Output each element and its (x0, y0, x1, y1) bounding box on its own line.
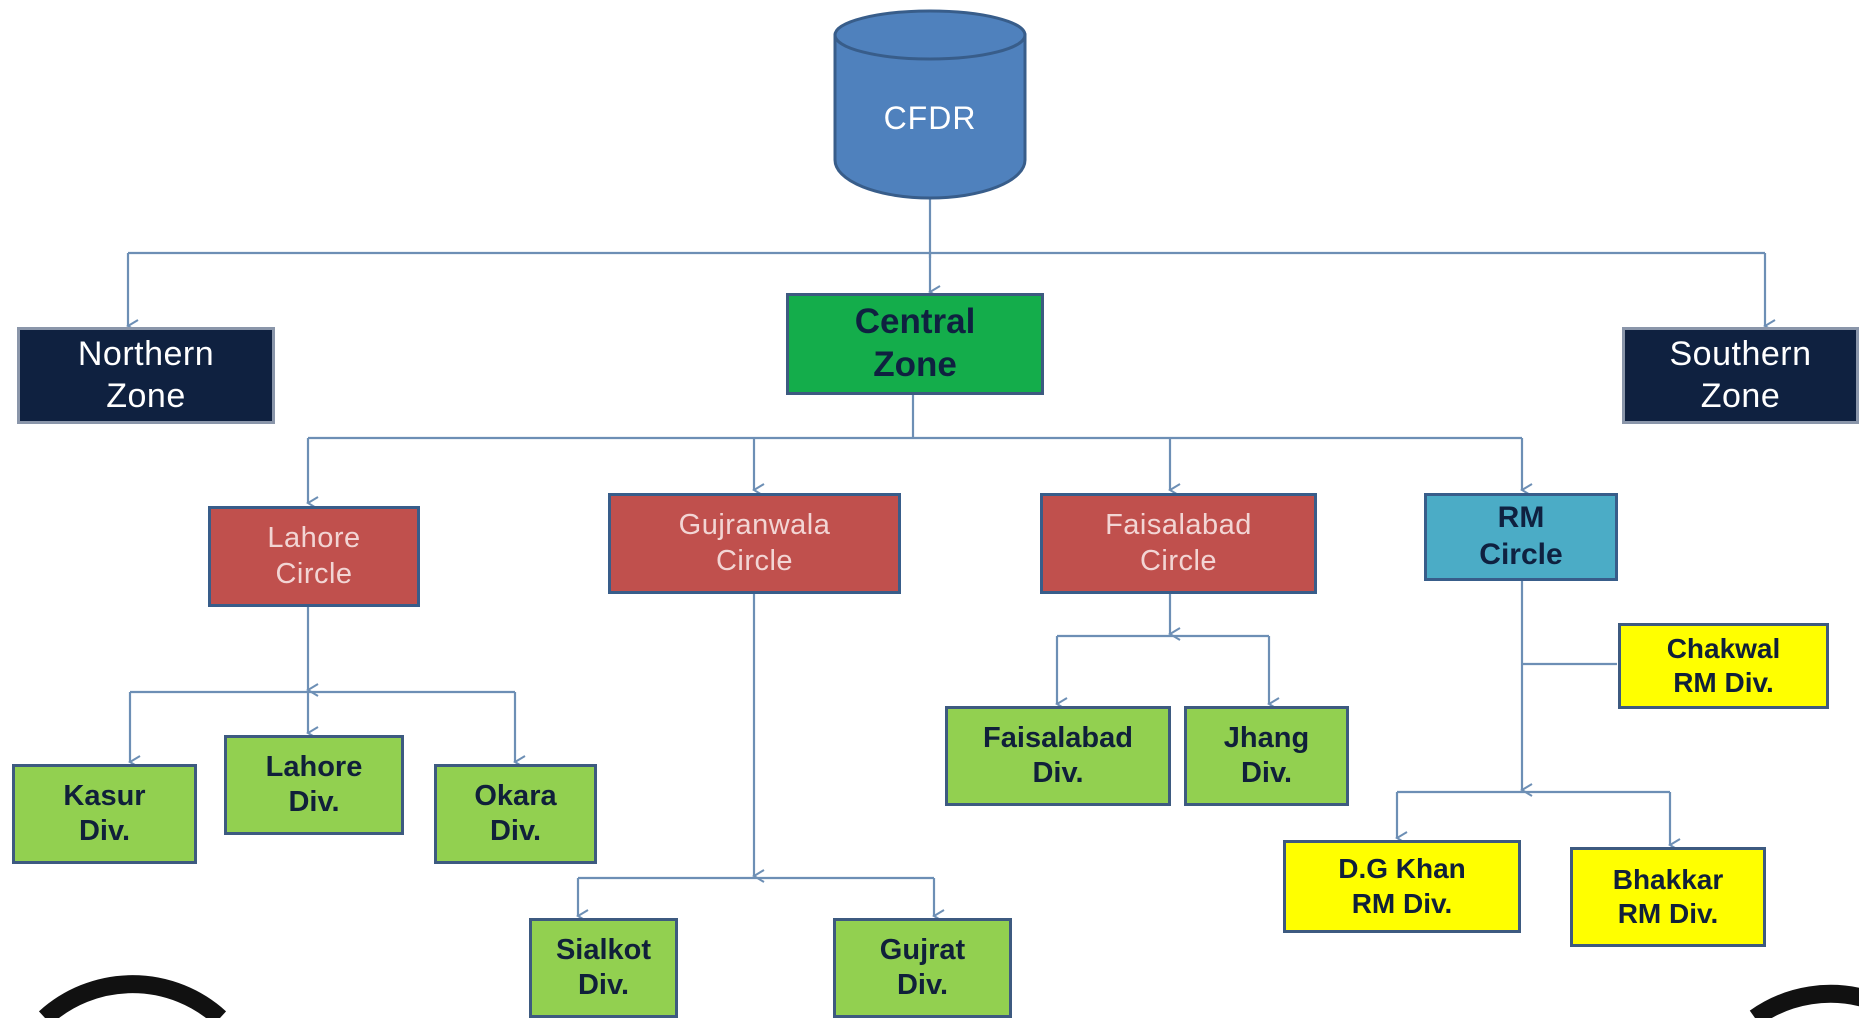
chakwal-rm-div-box: Chakwal RM Div. (1618, 623, 1829, 709)
gujranwala-circle-line2: Circle (715, 544, 794, 577)
southern-zone-box: Southern Zone (1622, 327, 1859, 424)
gujrat-div-line2: Div. (896, 969, 949, 1001)
jhang-div-line1: Jhang (1223, 721, 1310, 754)
northern-zone-line1: Northern (77, 335, 215, 374)
lahore-circle-line2: Circle (275, 557, 353, 590)
bhakkar-rm-div-line2: RM Div. (1617, 898, 1719, 929)
gujrat-div-box: Gujrat Div. (833, 918, 1012, 1018)
kasur-div-box: Kasur Div. (12, 764, 197, 864)
okara-div-line2: Div. (489, 815, 542, 847)
lahore-div-line2: Div. (288, 786, 340, 818)
faisalabad-div-line2: Div. (1032, 757, 1084, 789)
cfdr-label: CFDR (883, 100, 977, 136)
lahore-circle-line1: Lahore (267, 522, 361, 555)
dgkhan-rm-div-line1: D.G Khan (1338, 853, 1466, 885)
okara-div-line1: Okara (474, 779, 557, 812)
chakwal-rm-div-line1: Chakwal (1666, 632, 1781, 664)
gujranwala-circle-line1: Gujranwala (678, 509, 831, 542)
northern-zone-box: Northern Zone (17, 327, 275, 424)
southern-zone-line1: Southern (1669, 335, 1812, 374)
kasur-div-line1: Kasur (63, 779, 146, 812)
corner-ring-right (1749, 984, 1859, 1018)
kasur-div-line2: Div. (78, 815, 131, 847)
northern-zone-line2: Zone (106, 376, 186, 415)
central-zone-line1: Central (854, 302, 976, 342)
corner-ring-left (38, 975, 227, 1018)
rm-circle-line2: Circle (1479, 538, 1563, 571)
chakwal-rm-div-line2: RM Div. (1673, 667, 1774, 698)
sialkot-div-box: Sialkot Div. (529, 918, 678, 1018)
okara-div-box: Okara Div. (434, 764, 597, 864)
bhakkar-rm-div-box: Bhakkar RM Div. (1570, 847, 1766, 947)
faisalabad-circle-box: Faisalabad Circle (1040, 493, 1317, 594)
jhang-div-line2: Div. (1240, 757, 1293, 789)
gujrat-div-line1: Gujrat (879, 933, 966, 966)
faisalabad-div-box: Faisalabad Div. (945, 706, 1171, 806)
faisalabad-circle-line2: Circle (1139, 544, 1218, 577)
gujranwala-circle-box: Gujranwala Circle (608, 493, 901, 594)
lahore-circle-box: Lahore Circle (208, 506, 420, 607)
sialkot-div-line1: Sialkot (555, 933, 652, 966)
central-zone-line2: Zone (873, 345, 957, 384)
faisalabad-circle-line1: Faisalabad (1105, 509, 1252, 542)
central-zone-box: Central Zone (786, 293, 1044, 395)
lahore-div-line1: Lahore (265, 750, 363, 783)
rm-circle-box: RM Circle (1424, 493, 1618, 581)
bhakkar-rm-div-line1: Bhakkar (1612, 863, 1724, 895)
database-cylinder (833, 9, 1027, 200)
rm-circle-line1: RM (1497, 501, 1545, 535)
dgkhan-rm-div-line2: RM Div. (1351, 887, 1453, 919)
dgkhan-rm-div-box: D.G Khan RM Div. (1283, 840, 1521, 933)
sialkot-div-line2: Div. (577, 969, 630, 1001)
faisalabad-div-line1: Faisalabad (983, 721, 1133, 754)
jhang-div-box: Jhang Div. (1184, 706, 1349, 806)
lahore-div-box: Lahore Div. (224, 735, 404, 835)
southern-zone-line2: Zone (1700, 376, 1781, 415)
